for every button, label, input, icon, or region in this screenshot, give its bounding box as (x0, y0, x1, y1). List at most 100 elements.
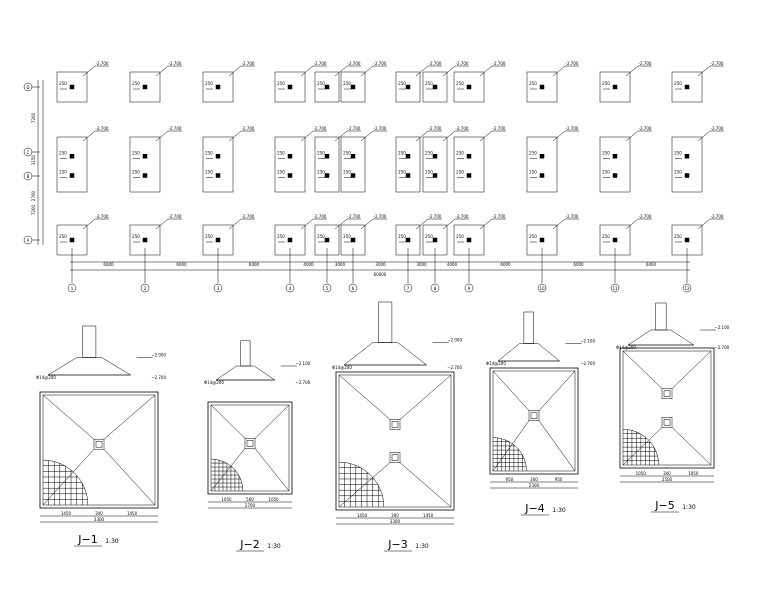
pad-dim-text: 250 (343, 234, 351, 239)
footing-pad: 250-2.700 (202, 61, 255, 103)
pad-outline (274, 71, 306, 103)
column-square (684, 84, 690, 90)
tag-text: -2.700 (242, 126, 255, 131)
pad-outline (422, 71, 448, 103)
slope-line (210, 448, 246, 492)
dim-text: 300 (530, 477, 538, 482)
pad-dim-text: 250 (132, 81, 140, 86)
spacing-label: 3000 (335, 262, 346, 267)
column-square (142, 237, 148, 243)
slope-line (210, 404, 246, 439)
tag-leader (360, 218, 374, 230)
column-inner (95, 440, 103, 448)
column-inner (246, 440, 254, 447)
column-square (539, 154, 545, 159)
tag-text: -2.700 (314, 214, 327, 219)
section-slope-left (627, 329, 652, 346)
pad-dim-text: 250 (602, 234, 610, 239)
axis-bubble-5 (322, 283, 332, 293)
column-square (466, 237, 472, 243)
axis-bubble-7 (403, 283, 413, 293)
tag-leader (360, 65, 374, 77)
pad-dim-text: 250 (425, 234, 433, 239)
pad-dim-text: 250 (205, 150, 213, 155)
detail-scale: 1:30 (105, 538, 119, 545)
detail-title: J−3 (387, 538, 407, 551)
footing-pad: 250-2.700 (671, 61, 724, 103)
column-square (539, 84, 545, 90)
rebar-arc (338, 461, 385, 508)
footing-pad: 250-2.700 (56, 214, 109, 256)
column-square (287, 154, 293, 159)
dim-text: 1050 (268, 497, 279, 502)
axis-number: 6 (352, 286, 355, 291)
footing-outline (619, 347, 715, 469)
column-square (432, 237, 438, 243)
tag-leader (415, 130, 429, 142)
tag-leader (697, 218, 711, 230)
pad-dim-text: 250 (674, 170, 682, 175)
pad-dim-text: 250 (602, 170, 610, 175)
tag-leader (360, 130, 374, 142)
axis-bubble-2 (140, 283, 150, 293)
axis-number: 10 (539, 286, 545, 291)
rebar-arc (622, 429, 659, 466)
detail-scale: 1:30 (415, 543, 429, 550)
pad-outline (56, 136, 88, 193)
column-square (432, 154, 438, 159)
section-slope-right (670, 329, 694, 346)
tag-leader (442, 130, 456, 142)
tag-text: -2.700 (242, 61, 255, 66)
pad-dim-text: 250 (398, 81, 406, 86)
column-square (287, 84, 293, 90)
pad-dim-text: 250 (59, 150, 67, 155)
pad-dim-text: 250 (59, 170, 67, 175)
section-slope-right (254, 365, 275, 381)
detail-scale: 1:30 (682, 504, 696, 511)
pad-dim-text: 250 (343, 81, 351, 86)
dim-total: 2300 (529, 483, 540, 488)
slope-line (399, 374, 452, 420)
slope-line (671, 427, 712, 466)
dim-text: 1450 (127, 511, 138, 516)
pad-dim-text: 250 (398, 150, 406, 155)
pad-dim-text: 250 (343, 170, 351, 175)
column-square (539, 173, 545, 178)
left-dim-text: 7200 (31, 204, 36, 215)
footing-inner (622, 350, 712, 466)
dim-text: 300 (663, 471, 671, 476)
detail-title: J−4 (524, 502, 544, 515)
dim-text: 1050 (221, 497, 232, 502)
column-square (142, 84, 148, 90)
slope-line (254, 448, 290, 492)
axis-label: A (27, 238, 30, 243)
rebar-note: Φ14@200 (36, 375, 56, 380)
slope-line (538, 420, 576, 472)
pad-dim-text: 250 (343, 150, 351, 155)
slope-line (671, 350, 712, 389)
rebar-note: Φ14@200 (616, 345, 636, 350)
tag-text: -2.700 (348, 126, 361, 131)
section-column (240, 340, 251, 367)
column-square (69, 154, 75, 159)
section-slope-right (397, 342, 427, 366)
dim-total: 2500 (662, 477, 673, 482)
spacing-label: 6000 (176, 262, 187, 267)
pad-dim-text: 250 (277, 234, 285, 239)
column-square (432, 84, 438, 90)
section-slope-right (101, 357, 131, 376)
rebar-note: Φ14@200 (486, 361, 506, 366)
tag-text: -2.700 (314, 126, 327, 131)
spacing-label: 4000 (303, 262, 314, 267)
column-outline (244, 438, 256, 449)
tag-text: -2.700 (169, 61, 182, 66)
column-square (350, 154, 356, 159)
spacing-label: 3000 (375, 262, 386, 267)
tag-leader (155, 218, 169, 230)
column-square (612, 173, 618, 178)
